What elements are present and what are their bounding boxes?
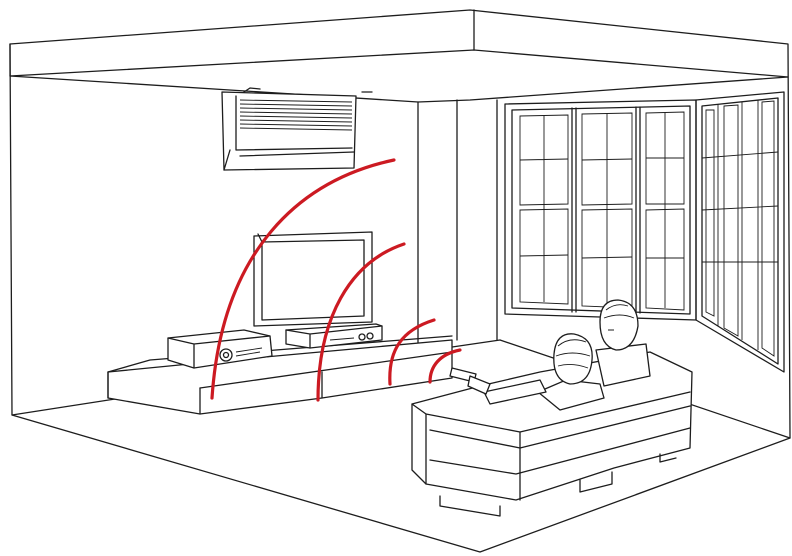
room-walls <box>10 10 790 552</box>
air-conditioner <box>222 88 372 170</box>
window-back <box>505 100 696 320</box>
soundbar <box>286 324 382 348</box>
tv-stand <box>108 336 452 414</box>
window-side <box>696 92 784 372</box>
